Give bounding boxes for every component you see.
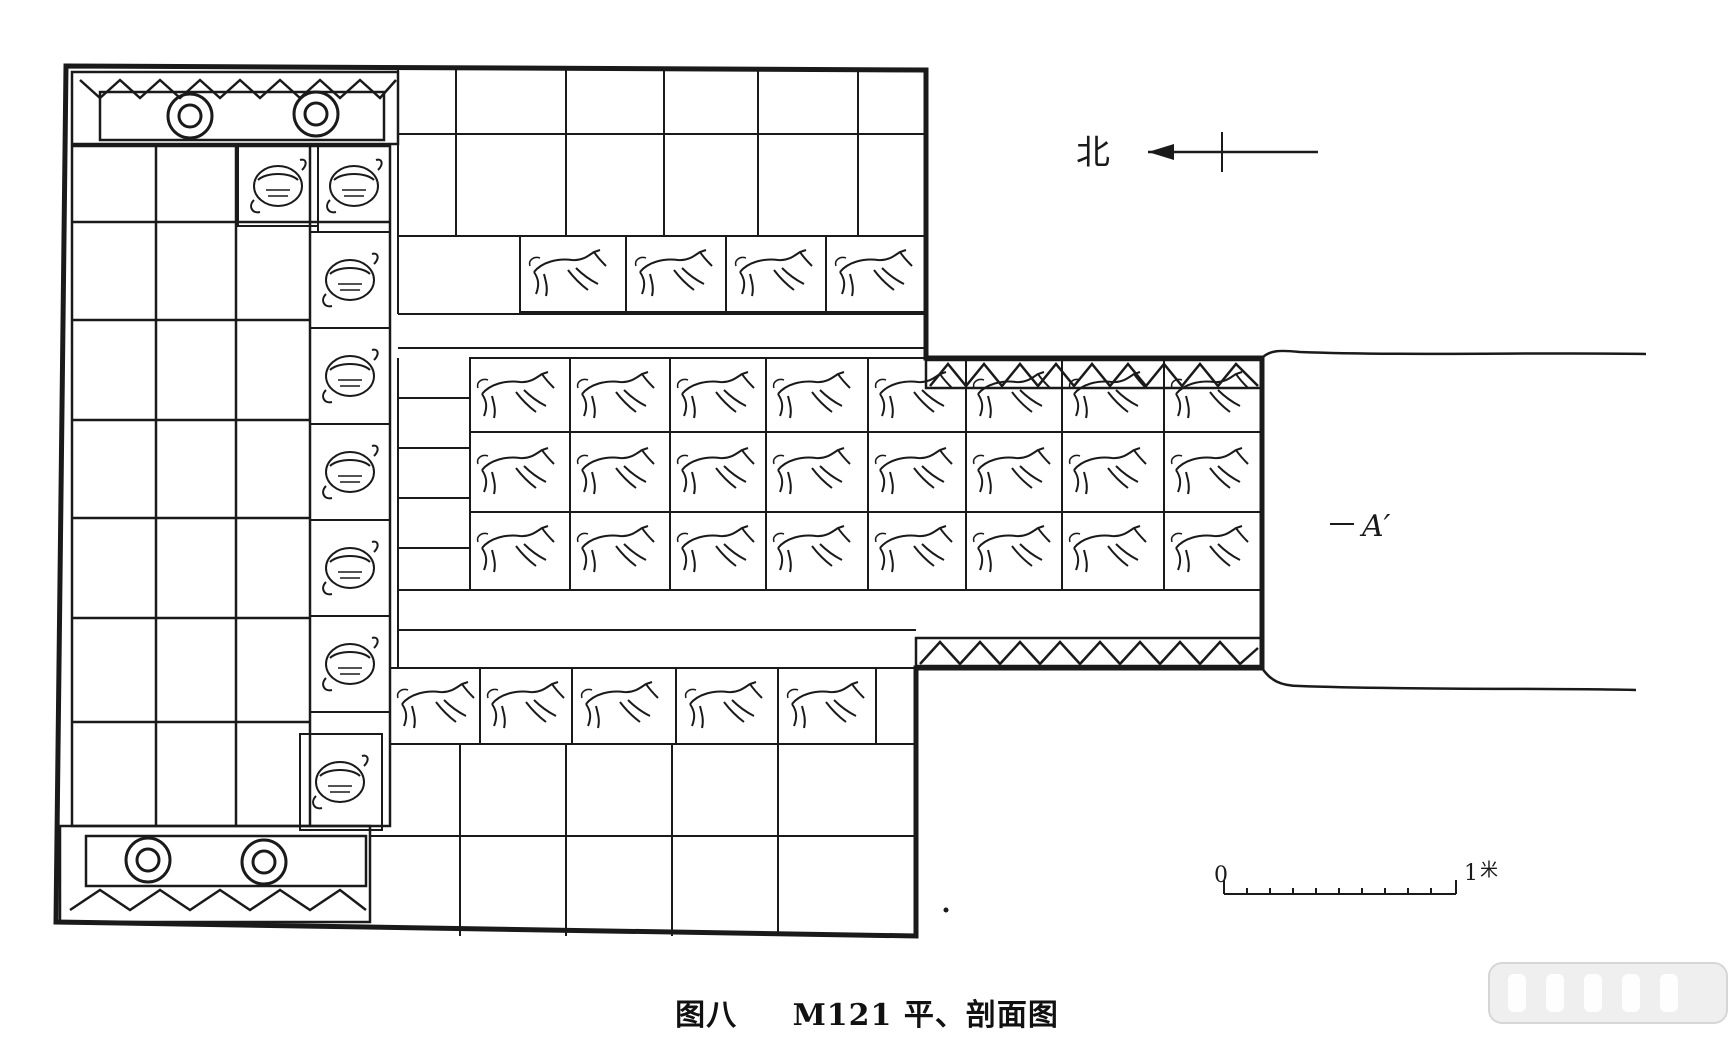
watermark-bar — [1508, 974, 1526, 1012]
section-label: A′ — [1359, 509, 1391, 544]
watermark-bar — [1584, 974, 1602, 1012]
door-rosettes — [124, 90, 340, 886]
watermark-bar — [1622, 974, 1640, 1012]
ink-dot — [943, 907, 949, 913]
scale-unit-label: 米 — [1480, 860, 1498, 881]
entrance-passage — [1260, 349, 1647, 692]
watermark-bar — [1546, 974, 1564, 1012]
north-arrow: 北 — [1076, 132, 1318, 173]
horse-tiles-south — [389, 667, 877, 745]
north-label: 北 — [1076, 133, 1110, 173]
vessel-tile-column — [237, 145, 391, 831]
front-chamber-bricks — [370, 70, 926, 936]
scale-start-label: 0 — [1214, 863, 1228, 888]
horse-tiles-corridor — [469, 357, 1263, 591]
figure-title: M121 平、剖面图 — [792, 998, 1059, 1033]
watermark-bar — [1660, 974, 1678, 1012]
section-marker: A′ — [1330, 509, 1391, 544]
figure-caption: 图八 M121 平、剖面图 — [0, 990, 1734, 1034]
scale-bar — [1223, 880, 1457, 895]
scale-end-label: 1 — [1464, 861, 1478, 886]
corridor-walls — [914, 358, 1264, 668]
watermark-badge — [1488, 962, 1728, 1024]
rear-chamber — [58, 70, 400, 924]
figure-number: 图八 — [675, 998, 738, 1033]
horse-tiles-north — [519, 235, 927, 313]
